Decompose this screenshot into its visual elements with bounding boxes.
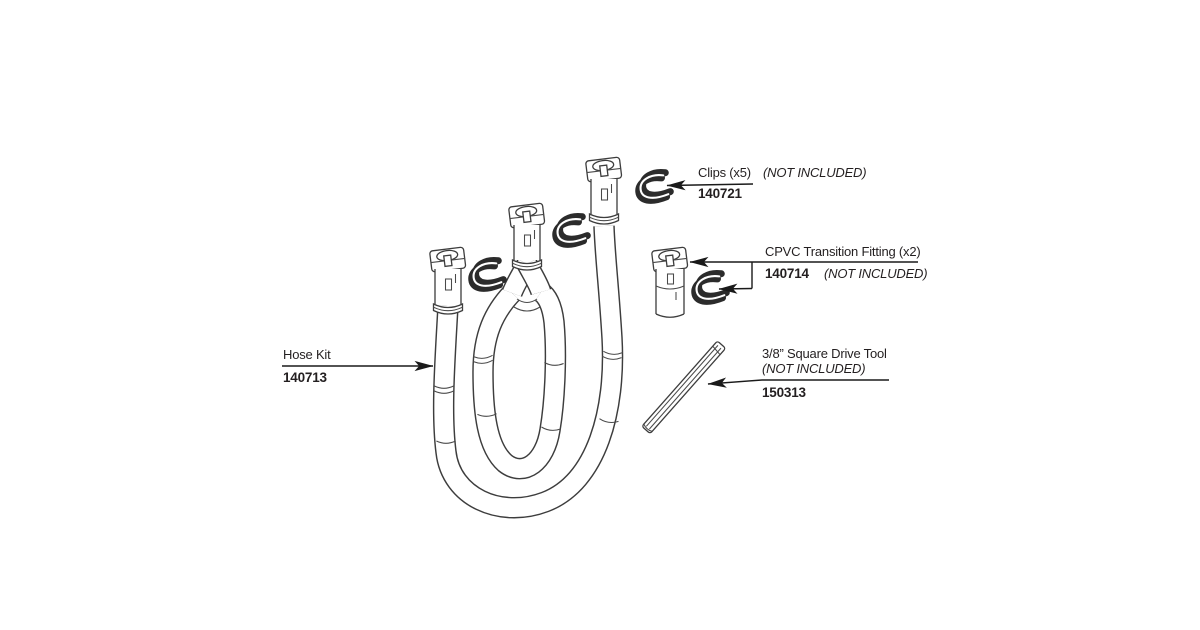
quick-connect-end-right <box>584 156 623 225</box>
quick-connect-end-center-y <box>507 202 546 271</box>
drive-tool-note: (NOT INCLUDED) <box>762 361 866 376</box>
clips-note: (NOT INCLUDED) <box>763 165 867 180</box>
hose-kit-part-number: 140713 <box>283 370 327 385</box>
retainer-clip-1 <box>468 259 504 292</box>
clips-part-number: 140721 <box>698 186 742 201</box>
hose-kit-label: Hose Kit <box>283 347 331 362</box>
drive-tool-label: 3/8” Square Drive Tool <box>762 346 887 361</box>
clips-label: Clips (x5) <box>698 165 751 180</box>
drive-tool-arrow <box>707 377 889 388</box>
square-drive-tool <box>642 341 726 434</box>
hose-y-branch-loop <box>472 283 567 480</box>
cpvc-transition-fitting <box>651 246 689 318</box>
cpvc-label: CPVC Transition Fitting (x2) <box>765 244 921 259</box>
callout-arrows <box>282 180 918 388</box>
hose-kit-assembly <box>428 156 624 519</box>
retainer-clip-4 <box>691 272 727 305</box>
cpvc-part-number: 140714 <box>765 266 809 281</box>
drive-tool-part-number: 150313 <box>762 385 806 400</box>
retainer-clip-2 <box>552 215 588 248</box>
cpvc-note: (NOT INCLUDED) <box>824 266 928 281</box>
hose-outer-loop <box>432 225 624 519</box>
cpvc-arrow-clip <box>718 283 753 294</box>
quick-connect-end-left <box>428 246 467 315</box>
retainer-clip-3 <box>635 171 671 204</box>
clips-arrow <box>666 180 754 191</box>
